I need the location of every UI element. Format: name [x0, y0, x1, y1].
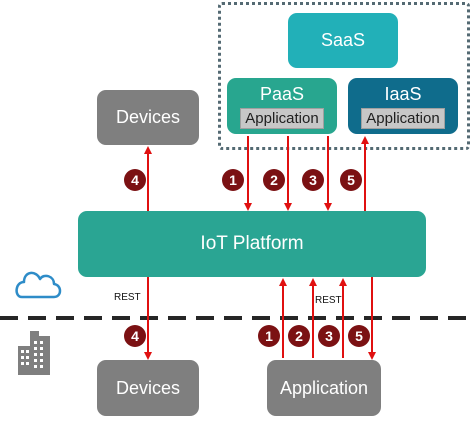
paas-box: PaaS Application: [227, 78, 337, 134]
rest-label-right: REST: [315, 295, 342, 306]
devices-onprem-label: Devices: [115, 377, 181, 398]
application-box: Application: [267, 360, 381, 416]
paas-label: PaaS: [259, 84, 305, 104]
building-icon: [18, 331, 50, 375]
iaas-box: IaaS Application: [348, 78, 458, 134]
badge-top-2: 2: [263, 169, 285, 191]
iot-platform-box: IoT Platform: [78, 211, 426, 277]
badge-bottom-2: 2: [288, 325, 310, 347]
devices-cloud-box: Devices: [97, 90, 199, 145]
badge-bottom-devices: 4: [124, 325, 146, 347]
badge-top-3: 3: [302, 169, 324, 191]
devices-cloud-label: Devices: [115, 107, 181, 127]
badge-bottom-1: 1: [258, 325, 280, 347]
iaas-application-label: Application: [361, 108, 445, 129]
badge-top-5: 5: [340, 169, 362, 191]
iaas-label: IaaS: [384, 84, 422, 104]
saas-label: SaaS: [320, 30, 366, 50]
badge-top-1: 1: [222, 169, 244, 191]
iot-platform-label: IoT Platform: [200, 233, 304, 254]
cloud-icon: [15, 271, 62, 299]
application-label: Application: [279, 377, 369, 398]
saas-box: SaaS: [288, 13, 398, 68]
cloud-services-frame: [218, 2, 470, 150]
badge-bottom-5: 5: [348, 325, 370, 347]
devices-onprem-box: Devices: [97, 360, 199, 416]
badge-top-devices: 4: [124, 169, 146, 191]
paas-application-label: Application: [240, 108, 324, 129]
badge-bottom-3: 3: [318, 325, 340, 347]
rest-label-left: REST: [114, 292, 141, 303]
